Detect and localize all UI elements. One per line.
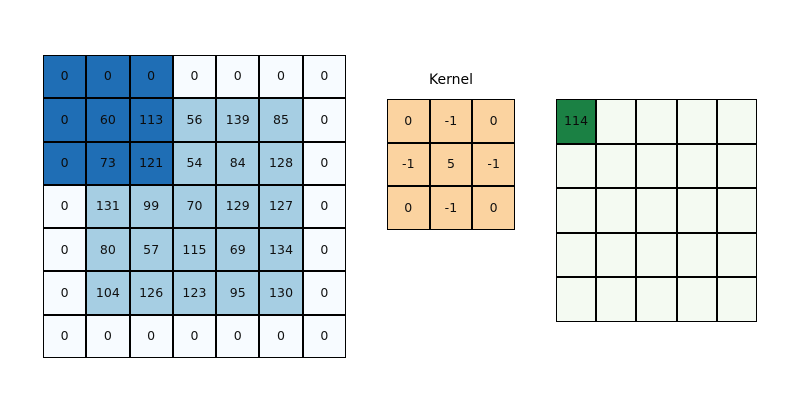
input-cell-r4c0[interactable]: 0 <box>43 228 87 272</box>
input-cell-r5c1[interactable]: 104 <box>86 271 130 315</box>
input-cell-r3c2[interactable]: 99 <box>129 184 173 229</box>
output-cell-r0c4[interactable] <box>716 99 757 144</box>
kernel-cell-r0c1[interactable]: -1 <box>429 99 473 143</box>
input-cell-r6c6[interactable]: 0 <box>302 314 346 358</box>
kernel-cell-r2c2[interactable]: 0 <box>472 186 515 230</box>
output-cell-r2c2[interactable] <box>636 188 677 233</box>
input-cell-r2c4[interactable]: 84 <box>216 141 260 185</box>
input-cell-r6c0[interactable]: 0 <box>43 314 87 358</box>
input-cell-r2c2[interactable]: 121 <box>129 141 173 185</box>
input-cell-r1c6[interactable]: 0 <box>302 98 346 142</box>
input-cell-r1c3[interactable]: 56 <box>172 98 217 142</box>
input-cell-r1c2[interactable]: 113 <box>129 98 173 142</box>
output-cell-r3c4[interactable] <box>716 232 757 278</box>
input-cell-r4c5[interactable]: 134 <box>259 228 303 272</box>
input-cell-r6c5[interactable]: 0 <box>259 314 303 358</box>
input-cell-r4c4[interactable]: 69 <box>216 228 260 272</box>
input-cell-r3c3[interactable]: 70 <box>172 184 217 229</box>
kernel-cell-r2c0[interactable]: 0 <box>387 186 430 230</box>
input-cell-r0c3[interactable]: 0 <box>172 55 217 99</box>
output-cell-r4c4[interactable] <box>716 277 757 322</box>
input-cell-r3c0[interactable]: 0 <box>43 184 87 229</box>
input-cell-r6c1[interactable]: 0 <box>86 314 130 358</box>
input-cell-r3c6[interactable]: 0 <box>302 184 346 229</box>
output-cell-r2c3[interactable] <box>676 188 717 233</box>
output-cell-r0c1[interactable] <box>596 99 637 144</box>
output-cell-r4c0[interactable] <box>556 277 597 322</box>
kernel-cell-r0c2[interactable]: 0 <box>472 99 515 143</box>
output-cell-r2c0[interactable] <box>556 188 597 233</box>
input-cell-r0c6[interactable]: 0 <box>302 55 346 99</box>
kernel-cell-r2c1[interactable]: -1 <box>429 186 473 230</box>
input-cell-r4c1[interactable]: 80 <box>86 228 130 272</box>
kernel-cell-r1c2[interactable]: -1 <box>472 142 515 187</box>
output-cell-r4c3[interactable] <box>676 277 717 322</box>
input-cell-r5c2[interactable]: 126 <box>129 271 173 315</box>
input-cell-r2c6[interactable]: 0 <box>302 141 346 185</box>
input-cell-r0c4[interactable]: 0 <box>216 55 260 99</box>
output-cell-r1c0[interactable] <box>556 143 597 189</box>
kernel-title: Kernel <box>429 72 473 88</box>
input-cell-r4c6[interactable]: 0 <box>302 228 346 272</box>
input-cell-r1c5[interactable]: 85 <box>259 98 303 142</box>
kernel-grid: 0 -1 0 -1 5 -1 0 -1 0 <box>387 99 515 230</box>
input-cell-r6c2[interactable]: 0 <box>129 314 173 358</box>
input-cell-r1c1[interactable]: 60 <box>86 98 130 142</box>
output-cell-r3c3[interactable] <box>676 232 717 278</box>
input-cell-r5c5[interactable]: 130 <box>259 271 303 315</box>
input-cell-r1c4[interactable]: 139 <box>216 98 260 142</box>
output-cell-r4c1[interactable] <box>596 277 637 322</box>
kernel-cell-r1c0[interactable]: -1 <box>387 142 430 187</box>
output-cell-r3c0[interactable] <box>556 232 597 278</box>
output-cell-r1c2[interactable] <box>636 143 677 189</box>
output-cell-r1c1[interactable] <box>596 143 637 189</box>
output-cell-r1c4[interactable] <box>716 143 757 189</box>
output-cell-r4c2[interactable] <box>636 277 677 322</box>
output-cell-r3c2[interactable] <box>636 232 677 278</box>
output-cell-r0c3[interactable] <box>676 99 717 144</box>
output-cell-r2c4[interactable] <box>716 188 757 233</box>
input-cell-r3c4[interactable]: 129 <box>216 184 260 229</box>
kernel-cell-r0c0[interactable]: 0 <box>387 99 430 143</box>
output-cell-r3c1[interactable] <box>596 232 637 278</box>
input-cell-r2c1[interactable]: 73 <box>86 141 130 185</box>
input-cell-r0c2[interactable]: 0 <box>129 55 173 99</box>
input-cell-r2c5[interactable]: 128 <box>259 141 303 185</box>
input-cell-r2c3[interactable]: 54 <box>172 141 217 185</box>
input-cell-r1c0[interactable]: 0 <box>43 98 87 142</box>
input-cell-r3c5[interactable]: 127 <box>259 184 303 229</box>
input-cell-r0c5[interactable]: 0 <box>259 55 303 99</box>
input-cell-r5c0[interactable]: 0 <box>43 271 87 315</box>
input-cell-r5c6[interactable]: 0 <box>302 271 346 315</box>
output-cell-r0c0[interactable]: 114 <box>556 99 597 144</box>
input-cell-r3c1[interactable]: 131 <box>86 184 130 229</box>
input-cell-r6c4[interactable]: 0 <box>216 314 260 358</box>
output-feature-map-grid: 114 <box>556 99 757 322</box>
input-cell-r2c0[interactable]: 0 <box>43 141 87 185</box>
input-cell-r5c3[interactable]: 123 <box>172 271 217 315</box>
input-cell-r4c3[interactable]: 115 <box>172 228 217 272</box>
input-cell-r6c3[interactable]: 0 <box>172 314 217 358</box>
output-cell-r1c3[interactable] <box>676 143 717 189</box>
output-cell-r2c1[interactable] <box>596 188 637 233</box>
input-cell-r5c4[interactable]: 95 <box>216 271 260 315</box>
input-feature-map-grid: 0 0 0 0 0 0 0 0 60 113 56 139 85 0 0 73 … <box>43 55 346 358</box>
input-cell-r4c2[interactable]: 57 <box>129 228 173 272</box>
input-cell-r0c0[interactable]: 0 <box>43 55 87 99</box>
output-cell-r0c2[interactable] <box>636 99 677 144</box>
input-cell-r0c1[interactable]: 0 <box>86 55 130 99</box>
kernel-cell-r1c1[interactable]: 5 <box>429 142 473 187</box>
